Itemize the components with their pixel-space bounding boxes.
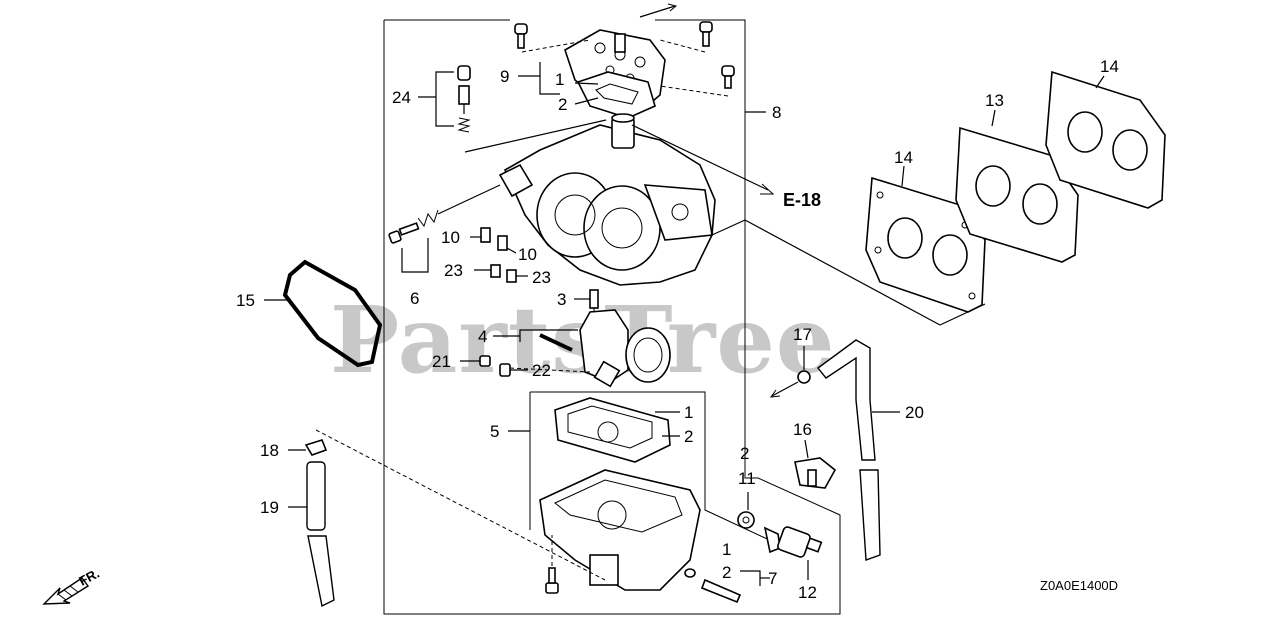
drain-tube <box>306 429 606 608</box>
callout-5: 5 <box>490 422 499 441</box>
callout-9: 9 <box>500 67 509 86</box>
callout-14-top: 14 <box>1100 57 1119 76</box>
callout-2-bottom: 2 <box>722 563 731 582</box>
callout-15: 15 <box>236 291 255 310</box>
tube-clamp <box>794 457 837 489</box>
mounting-lines <box>711 219 986 326</box>
callout-23-a: 23 <box>444 261 463 280</box>
callout-6: 6 <box>410 289 419 308</box>
callout-4: 4 <box>478 327 487 346</box>
drain-bolt <box>684 568 742 604</box>
front-direction-arrow-icon <box>42 577 90 605</box>
fuel-cut-solenoid <box>763 526 823 558</box>
callout-1-bottom: 1 <box>722 540 731 559</box>
callout-17: 17 <box>793 325 812 344</box>
callout-22: 22 <box>532 361 551 380</box>
drain-screw <box>545 535 559 594</box>
float-bowl <box>539 469 701 591</box>
diagram-code: Z0A0E1400D <box>1040 578 1118 593</box>
throttle-stop-screw <box>388 184 501 273</box>
reference-e18-label: E-18 <box>783 190 821 210</box>
callout-2-bowl: 2 <box>684 427 693 446</box>
callout-1-top: 1 <box>555 70 564 89</box>
float <box>519 309 671 388</box>
callout-3: 3 <box>557 290 566 309</box>
callout-10-b: 10 <box>518 245 537 264</box>
callout-2-right: 2 <box>740 444 749 463</box>
callout-11: 11 <box>738 469 756 488</box>
callout-12: 12 <box>798 583 817 602</box>
needle-jet-parts <box>435 65 471 133</box>
callout-1-bowl: 1 <box>684 403 693 422</box>
callout-24: 24 <box>392 88 411 107</box>
drain-clip <box>304 439 328 456</box>
o-ring <box>282 259 383 368</box>
callout-labels: 1 2 9 8 24 10 10 23 23 6 3 4 21 22 15 5 … <box>236 57 1119 602</box>
callout-14-mid: 14 <box>894 148 913 167</box>
carburetor-body <box>464 113 775 286</box>
vent-tube <box>816 339 881 561</box>
callout-20: 20 <box>905 403 924 422</box>
callout-21: 21 <box>432 352 451 371</box>
float-pin-screws <box>479 355 591 377</box>
callout-8: 8 <box>772 103 781 122</box>
gasket-rear <box>1045 70 1166 209</box>
top-screw-lower <box>659 65 735 97</box>
pilot-jets <box>480 227 517 283</box>
hose-clip <box>769 370 811 398</box>
drain-washer <box>737 511 755 529</box>
callout-16: 16 <box>793 420 812 439</box>
callout-18: 18 <box>260 441 279 460</box>
top-screw-right <box>659 21 713 53</box>
bowl-gasket <box>554 397 671 463</box>
callout-2-top: 2 <box>558 95 567 114</box>
callout-7: 7 <box>768 569 777 588</box>
leader-lines <box>264 62 1105 586</box>
top-screw-left <box>514 23 591 53</box>
callout-10-a: 10 <box>441 228 460 247</box>
callout-13: 13 <box>985 91 1004 110</box>
assembly-frame <box>383 19 841 615</box>
callout-19: 19 <box>260 498 279 517</box>
callout-23-b: 23 <box>532 268 551 287</box>
